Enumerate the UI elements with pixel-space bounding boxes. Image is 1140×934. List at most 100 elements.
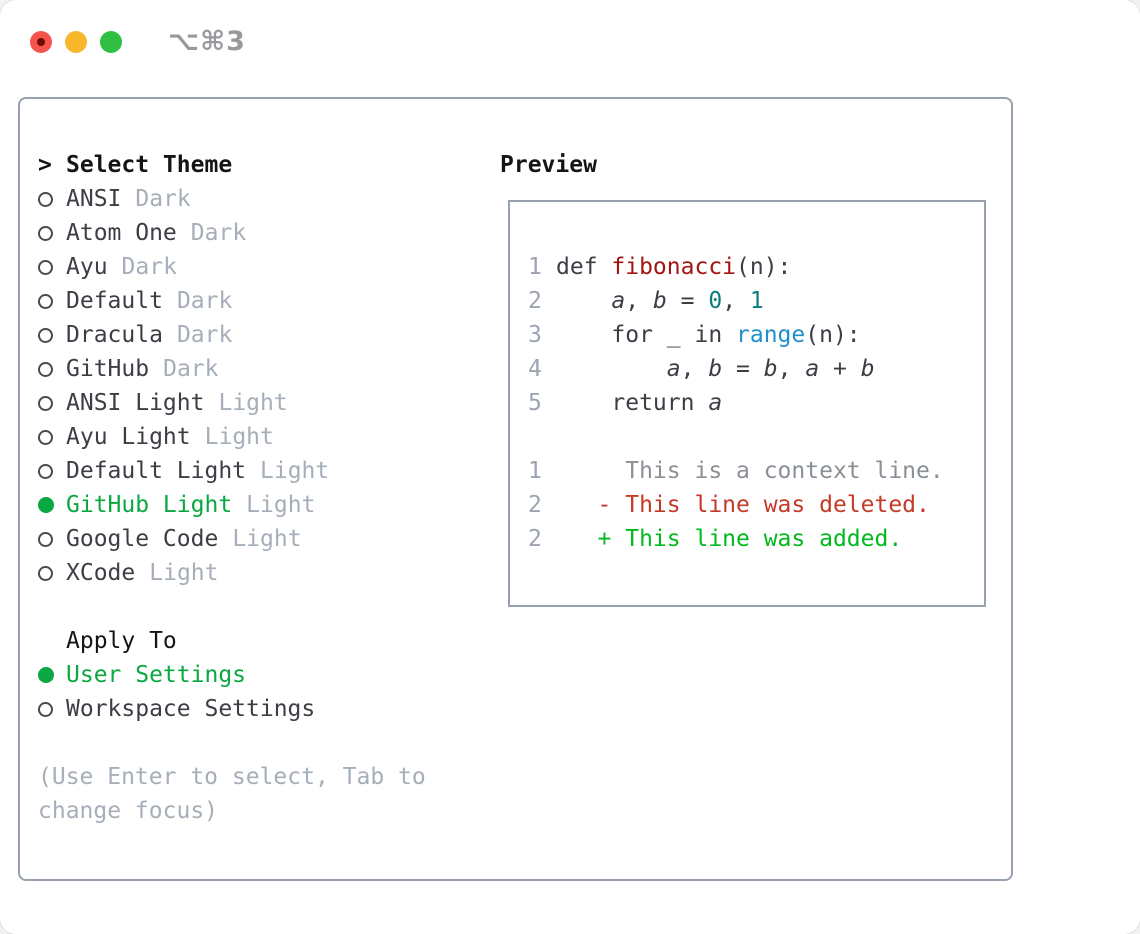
code-line: 1 def fibonacci(n): [528,250,944,284]
radio-unselected-icon [38,191,66,207]
theme-item-ansi[interactable]: ANSI Dark [38,182,426,216]
spacer [38,590,426,624]
radio-dot [38,259,53,275]
code-segment: b [860,356,875,382]
theme-variant-tag: Light [204,424,274,450]
theme-name-label: Ayu [66,254,108,280]
radio-selected-icon [38,667,66,683]
code-segment: (n): [736,254,792,280]
code-segment: b [763,356,778,382]
radio-unselected-icon [38,565,66,581]
theme-variant-tag: Dark [163,356,219,382]
code-segment: , [680,356,709,382]
focus-caret-icon: > [38,152,52,178]
theme-item-default[interactable]: Default Dark [38,284,426,318]
theme-name-label: Google Code [66,526,219,552]
theme-name-label: Default [66,288,163,314]
radio-dot [38,701,53,717]
keyboard-shortcut-label: ⌥⌘3 [168,26,246,57]
line-number: 3 [528,322,542,348]
theme-name-label: Default Light [66,458,247,484]
theme-variant-tag: Light [232,526,302,552]
code-line: 5 return a [528,386,944,420]
radio-dot [38,293,53,309]
code-line: 2 + This line was added. [528,522,944,556]
radio-unselected-icon [38,259,66,275]
code-segment: def [556,254,612,280]
code-segment: a [666,356,681,382]
radio-dot [38,531,53,547]
code-segment [556,356,667,382]
radio-unselected-icon [38,463,66,479]
code-line: 2 a, b = 0, 1 [528,284,944,318]
line-number: 1 [528,254,542,280]
titlebar: ⌥⌘3 [30,26,246,57]
apply-option-label: Workspace Settings [66,696,316,722]
code-segment: , [777,356,806,382]
line-content: a, b = 0, 1 [556,288,763,314]
radio-unselected-icon [38,429,66,445]
radio-dot [38,395,53,411]
code-segment: b [652,288,667,314]
apply-option-workspace-settings[interactable]: Workspace Settings [38,692,426,726]
radio-dot [38,667,54,683]
minimize-button[interactable] [65,30,87,53]
radio-dot [38,463,53,479]
line-content: def fibonacci(n): [556,254,791,280]
theme-variant-tag: Dark [176,288,233,314]
apply-option-label: User Settings [66,662,247,688]
radio-unselected-icon [38,361,66,377]
apply-option-user-settings[interactable]: User Settings [38,658,426,692]
radio-unselected-icon [38,395,66,411]
radio-dot [38,497,54,513]
radio-dot [38,429,53,445]
line-number: 2 [528,492,542,518]
zoom-button[interactable] [100,30,122,53]
code-line: 2 - This line was deleted. [528,488,944,522]
theme-name-label: XCode [66,560,136,586]
radio-dot [38,327,53,343]
close-button[interactable] [30,30,52,53]
theme-name-label: Atom One [66,220,177,246]
code-segment: = [666,288,709,314]
theme-name-label: ANSI [66,186,122,212]
code-segment [556,492,598,518]
theme-variant-tag: Dark [135,186,191,212]
code-segment: b [708,356,723,382]
radio-unselected-icon [38,531,66,547]
code-segment: a [805,356,820,382]
theme-item-google-code[interactable]: Google Code Light [38,522,426,556]
line-content: + This line was added. [556,526,903,552]
line-number: 2 [528,526,542,552]
theme-name-label: GitHub [66,356,150,382]
code-line [528,420,944,454]
code-segment: for _ in [556,322,737,348]
hint-line-1: (Use Enter to select, Tab to [38,764,426,790]
theme-item-github[interactable]: GitHub Dark [38,352,426,386]
code-segment: range [736,322,806,348]
code-segment: a [611,288,626,314]
code-line: 4 a, b = b, a + b [528,352,944,386]
line-number: 5 [528,390,542,416]
radio-unselected-icon [38,293,66,309]
apply-to-header: Apply To [38,624,426,658]
line-content: for _ in range(n): [556,322,860,348]
code-line: 3 for _ in range(n): [528,318,944,352]
line-content: - This line was deleted. [556,492,930,518]
radio-dot [38,361,53,377]
code-segment: , [722,288,750,314]
